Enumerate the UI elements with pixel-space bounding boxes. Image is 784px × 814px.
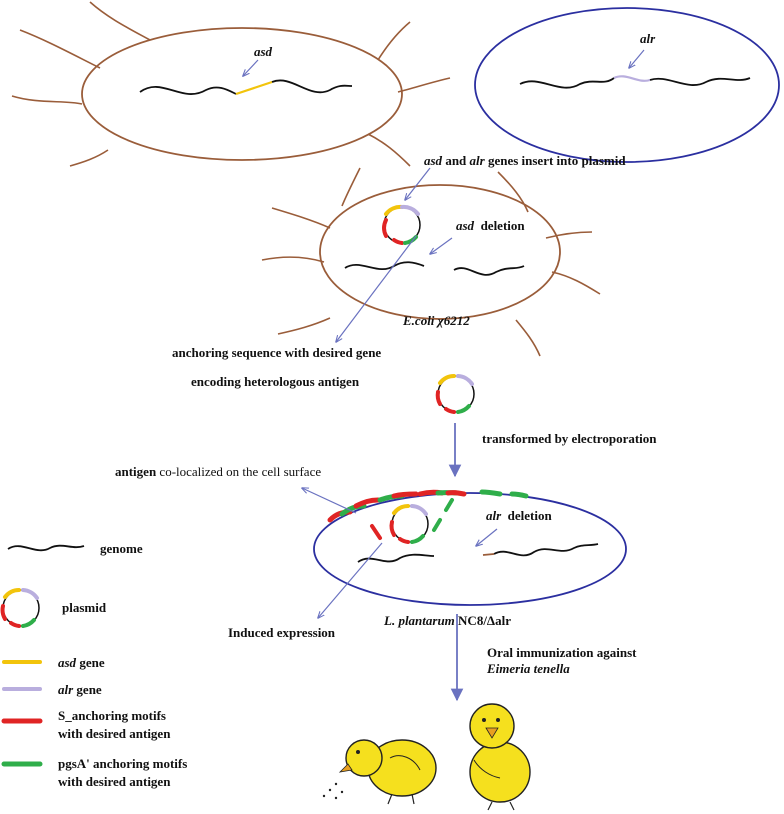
free-plasmid [435,374,475,414]
legend-s-anchor-label1: S_anchoring motifs [58,708,166,723]
lplantarum-cell-top [474,7,780,163]
ecoli-chi6212-cell [261,167,601,357]
label-antigen-surface: antigen co-localized on the cell surface [115,464,322,479]
surface-arrow [302,488,357,514]
anchoring-arrow [336,235,417,342]
label-oral-immunization: Oral immunization against [487,645,637,660]
label-insert-plasmid: asd and alr genes insert into plasmid [424,153,626,168]
expression-arrow [318,542,383,618]
alr-gene-segment [613,75,651,82]
label-ecoli-strain: E.coli χ6212 [403,313,470,328]
legend-s-anchor-label2: with desired antigen [58,726,171,741]
label-lplantarum-strain: L. plantarum NC8/Δalr [384,613,511,628]
chick-right [469,703,531,811]
lplantarum-nc8-cell [302,488,627,618]
legend-graphics [0,544,85,767]
asd-gene-segment [235,80,273,96]
legend-asd-label: asd gene [58,655,105,670]
chick-left [322,739,437,805]
label-anchoring-line2: encoding heterologous antigen [191,374,360,389]
label-asd-top: asd [254,44,273,59]
legend-alr-label: alr gene [58,682,102,697]
label-induced-expression: Induced expression [228,625,336,640]
legend-pgsa-label1: pgsA' anchoring motifs [58,756,188,771]
legend-pgsa-label2: with desired antigen [58,774,171,789]
lplantarum-membrane [474,7,780,163]
label-transformed: transformed by electroporation [482,431,657,446]
ecoli-membrane [81,27,403,161]
label-eimeria: Eimeria tenella [487,661,570,676]
genome-strand [139,86,237,95]
label-alr-deletion: alr deletion [486,508,552,523]
legend-genome-label: genome [100,541,143,556]
ecoli-cell-top [11,1,451,167]
label-asd-deletion: asd deletion [456,218,525,233]
alr-arrow [629,49,645,68]
label-alr-top: alr [640,31,656,46]
label-anchoring-line1: anchoring sequence with desired gene [172,345,382,360]
legend-genome-swatch [7,544,85,552]
legend-plasmid-label: plasmid [62,600,107,615]
asd-arrow [243,59,259,76]
